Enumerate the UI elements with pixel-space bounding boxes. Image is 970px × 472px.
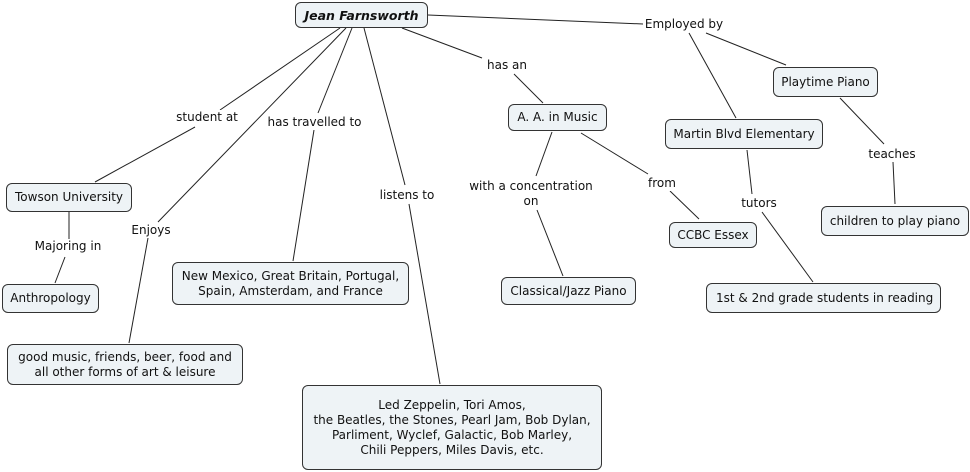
concept-children-to-play-piano[interactable]: children to play piano	[821, 206, 969, 236]
line-root-has-an	[401, 27, 483, 59]
line-travelled-list	[292, 129, 315, 262]
line-concentration-piano	[536, 209, 564, 277]
link-label-teaches: teaches	[866, 147, 918, 162]
concept-aa-in-music[interactable]: A. A. in Music	[508, 104, 607, 131]
link-label-has-an: has an	[484, 58, 530, 73]
concept-reading-students[interactable]: 1st & 2nd grade students in reading	[706, 283, 941, 313]
line-enjoys-list	[128, 237, 149, 344]
line-root-student-at	[219, 27, 341, 111]
line-teaches-children	[892, 161, 896, 205]
line-root-listens	[363, 27, 406, 186]
line-from-ccbc	[669, 190, 700, 220]
line-root-travelled	[317, 27, 353, 114]
concept-music-list[interactable]: Led Zeppelin, Tori Amos, the Beatles, th…	[302, 385, 602, 470]
link-label-enjoys: Enjoys	[128, 223, 174, 238]
line-majoring-anthropology	[54, 256, 66, 284]
line-employed-playtime	[705, 32, 787, 66]
concept-ccbc-essex[interactable]: CCBC Essex	[669, 222, 757, 248]
concept-towson-university[interactable]: Towson University	[6, 183, 132, 212]
link-label-tutors: tutors	[737, 196, 781, 211]
line-root-enjoys	[157, 27, 347, 223]
concept-jean-farnsworth[interactable]: Jean Farnsworth	[295, 2, 428, 28]
concept-enjoys-list[interactable]: good music, friends, beer, food and all …	[7, 344, 243, 385]
line-listens-list	[408, 203, 441, 385]
link-label-student-at: student at	[175, 110, 239, 125]
line-martin-tutors	[746, 149, 753, 195]
concept-travel-list[interactable]: New Mexico, Great Britain, Portugal, Spa…	[172, 262, 409, 305]
link-label-employed-by: Employed by	[643, 17, 725, 32]
line-degree-from	[580, 132, 649, 175]
line-tutors-students	[761, 211, 814, 283]
line-student-at-towson	[94, 126, 196, 183]
concept-playtime-piano[interactable]: Playtime Piano	[773, 67, 878, 97]
line-playtime-teaches	[839, 97, 885, 145]
line-degree-concentration	[535, 131, 553, 177]
link-label-has-travelled-to: has travelled to	[266, 115, 363, 130]
line-employed-martin	[688, 32, 737, 119]
concept-anthropology[interactable]: Anthropology	[2, 284, 99, 313]
concept-classical-jazz-piano[interactable]: Classical/Jazz Piano	[501, 277, 636, 305]
concept-martin-blvd-elementary[interactable]: Martin Blvd Elementary	[665, 119, 823, 149]
link-label-from: from	[646, 176, 678, 191]
line-root-employed	[427, 14, 644, 25]
link-label-listens-to: listens to	[378, 188, 436, 203]
link-label-with-concentration: with a concentration on	[463, 179, 599, 209]
line-has-an-degree	[513, 73, 544, 104]
link-label-majoring-in: Majoring in	[32, 239, 104, 254]
